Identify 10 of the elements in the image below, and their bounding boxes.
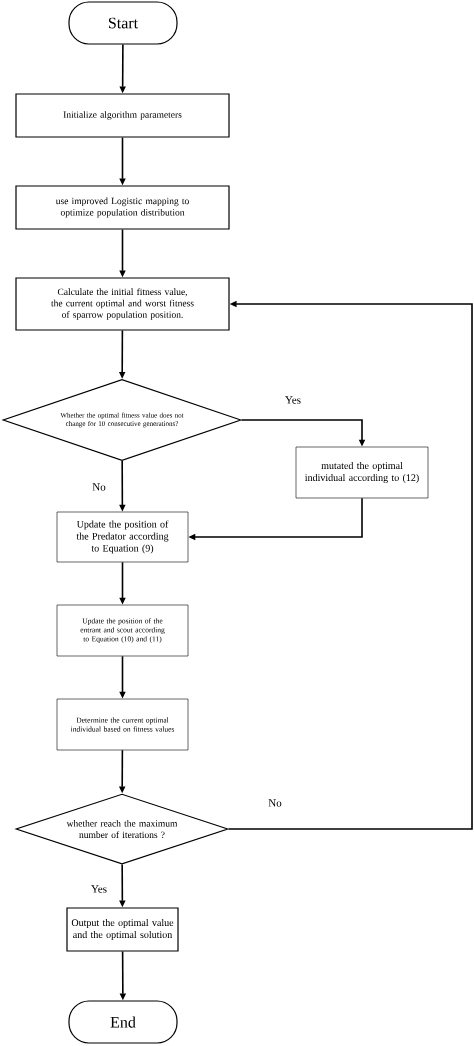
process-box: Calculate the initial fitness value, the current optimal and worst fitness of sparrow population position. — [15, 277, 230, 331]
edge-label: No — [267, 798, 283, 808]
process-box: Initialize algorithm parameters — [15, 93, 230, 138]
process-box: Output the optimal value and the optimal solution — [66, 907, 179, 952]
edge-label: Yes — [284, 395, 302, 405]
edge-label: Yes — [90, 884, 108, 894]
process-box: use improved Logistic mapping to optimize population distribution — [15, 185, 230, 230]
process-box: mutated the optimal individual according to (12) — [295, 446, 429, 499]
process-box: Update the position of the Predator according to Equation (9) — [56, 511, 189, 563]
edge-label: No — [91, 482, 107, 492]
